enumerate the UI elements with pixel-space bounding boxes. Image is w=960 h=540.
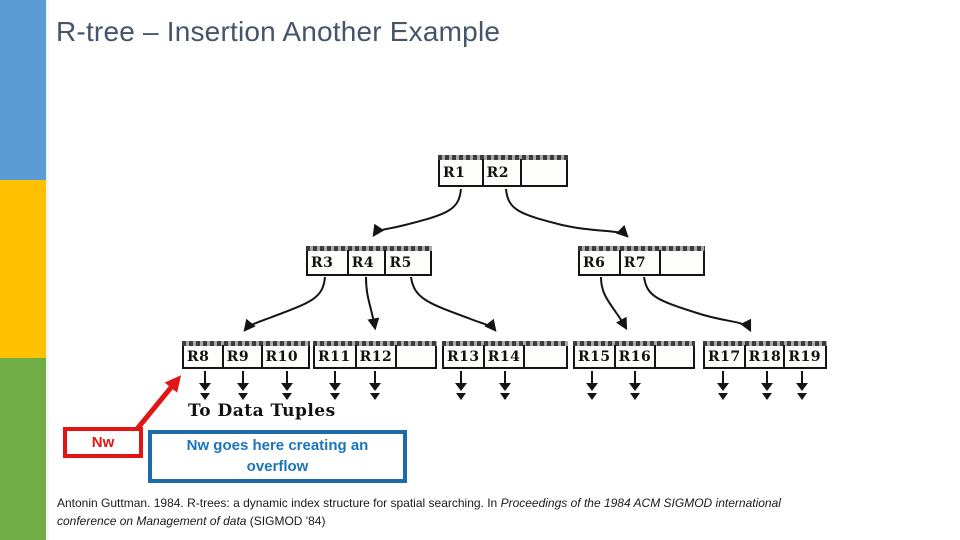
tree-leaf-1: R8 R9 R10 [182,341,310,369]
cell-r12: R12 [357,345,398,367]
overflow-callout-box: Nw goes here creating an overflow [148,430,407,483]
cell-r9: R9 [224,345,263,367]
cell-r11: R11 [315,345,357,367]
cell-r5: R5 [389,255,412,271]
cell-r19: R19 [788,349,821,365]
citation-line-2: conference on Management of data (SIGMOD… [57,514,326,528]
cell-r8: R8 [184,345,224,367]
cell-empty [661,250,703,274]
cell-r13: R13 [444,345,485,367]
tree-leaf-3: R13 R14 [442,341,568,369]
cell-empty [525,345,566,367]
citation-line-1: Antonin Guttman. 1984. R-trees: a dynami… [57,496,781,510]
tree-node-internal-right: R6 R7 [578,246,705,276]
nw-label-box: Nw [63,427,143,458]
cell-empty [656,345,693,367]
cell-r6: R6 [580,250,621,274]
cell-r15: R15 [575,345,616,367]
tree-leaf-4: R15 R16 [573,341,695,369]
cell-r2: R2 [484,159,523,185]
tree-node-root: R1 R2 [438,155,568,187]
cell-r18: R18 [746,345,786,367]
citation: Antonin Guttman. 1984. R-trees: a dynami… [57,494,957,530]
cell-empty [397,345,435,367]
overflow-callout-text: Nw goes here creating an overflow [186,437,369,475]
cell-r16: R16 [616,345,657,367]
sidebar-edge [46,0,51,540]
to-data-tuples-label: To Data Tuples [188,401,336,421]
cell-r4: R4 [349,250,387,274]
cell-r14: R14 [485,345,526,367]
cell-r3: R3 [308,250,349,274]
cell-r17: R17 [705,345,746,367]
nw-insertion-arrow [135,375,182,431]
cell-r1: R1 [440,159,484,185]
tree-leaf-5: R17 R18 R19 [703,341,827,369]
page-title: R-tree – Insertion Another Example [56,16,501,47]
cell-empty [522,159,566,185]
to-data-tuples-arrows [199,371,808,400]
tree-leaf-2: R11 R12 [313,341,437,369]
sidebar-accent-yellow [0,180,46,358]
sidebar-accent-green [0,358,46,540]
cell-r10: R10 [265,349,299,365]
cell-r7: R7 [621,250,662,274]
sidebar-accent-blue [0,0,46,180]
tree-node-internal-left: R3 R4 R5 [306,246,432,276]
nw-label: Nw [91,434,115,451]
